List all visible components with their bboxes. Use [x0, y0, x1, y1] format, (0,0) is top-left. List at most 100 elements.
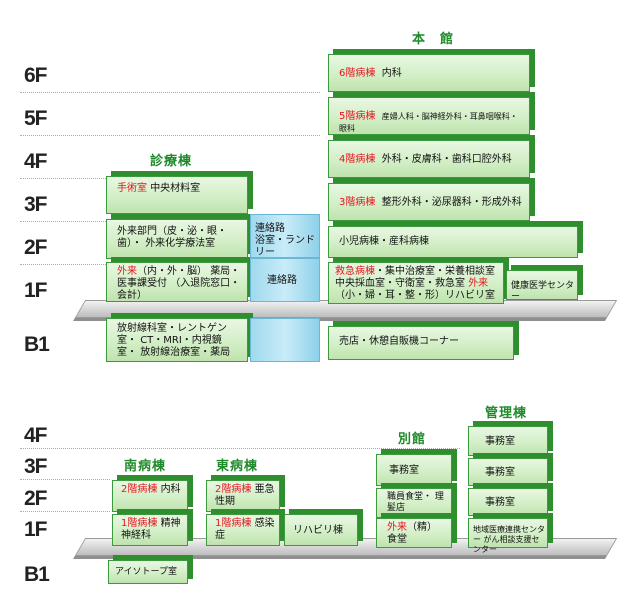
minami-1f-red: 1階病棟 — [121, 518, 158, 529]
connector-2f-line1: 連絡路 — [255, 223, 285, 234]
minami-2f-red: 2階病棟 — [121, 484, 158, 495]
honkan-b1: 売店・休憩自販機コーナー — [328, 326, 514, 360]
floor-label-bottom-4f: 4F — [24, 424, 48, 447]
shinryo-1f-line3: （入退院窓口・会計） — [117, 278, 241, 301]
floor-label-1f: 1F — [24, 279, 48, 302]
honkan-5f-ward: 5階病棟 — [339, 111, 376, 122]
rehab-building: リハビリ棟 — [284, 514, 358, 546]
higashi-1f: 1階病棟 感染症 — [206, 514, 280, 546]
honkan-1f-side: 健康医学センター — [506, 270, 578, 302]
floor-label-2f: 2F — [24, 236, 48, 259]
bekkan-title: 別館 — [398, 432, 427, 447]
kanri-1f-line1: 地域医療連携センター — [473, 525, 545, 544]
honkan-2f-text: 小児病棟・産科病棟 — [339, 236, 429, 247]
shinryo-1f-line1: （内・外・脳） — [137, 266, 207, 277]
bekkan-2f-line1: 職員食堂・ — [387, 492, 433, 502]
honkan-2f: 小児病棟・産科病棟 — [328, 226, 578, 258]
guide-line — [20, 221, 110, 222]
kanri-3f-text: 事務室 — [485, 467, 515, 478]
floor-label-bottom-2f: 2F — [24, 487, 48, 510]
floor-label-bottom-3f: 3F — [24, 455, 48, 478]
minami-b1-text: アイソトープ室 — [115, 567, 178, 577]
kanri-title: 管理棟 — [485, 406, 528, 421]
bekkan-1f-line2: 食堂 — [387, 534, 407, 545]
bekkan-2f-line2: 理髪店 — [387, 492, 444, 513]
bekkan-3f-text: 事務室 — [389, 465, 419, 476]
minami-2f: 2階病棟 内科 — [112, 480, 188, 512]
honkan-3f-ward: 3階病棟 — [339, 197, 376, 208]
honkan-1f-line3: （小・婦・耳・整・形）リハビリ室 — [335, 290, 495, 301]
minami-1f-text: 精神神経科 — [121, 518, 181, 541]
floor-label-bottom-1f: 1F — [24, 518, 48, 541]
guide-line — [20, 511, 110, 512]
shinryo-2f: 外来部門（皮・泌・眼・歯）・ 外来化学療法室 — [106, 219, 248, 259]
honkan-1f-red3: 外来 — [468, 278, 489, 289]
honkan-1f-side-text: 健康医学センター — [511, 281, 575, 302]
honkan-6f: 6階病棟 内科 — [328, 54, 530, 92]
shinryo-1f-red: 外来 — [117, 266, 137, 277]
shinryo-2f-line2: 外来化学療法室 — [145, 238, 216, 249]
higashi-2f: 2階病棟 亜急性期 — [206, 480, 280, 512]
honkan-5f-text: 産婦人科・脳神経外科・耳鼻咽喉科・眼科 — [339, 112, 518, 133]
shinryo-3f: 手術室 中央材料室 — [106, 176, 248, 214]
connector-b1 — [250, 318, 320, 362]
bekkan-1f: 外来（精） 食堂 — [376, 518, 452, 548]
honkan-1f: 救急病棟・集中治療室・栄養相談室 中央採血室・守衛室・救急室 外来（小・婦・耳・… — [328, 262, 504, 304]
shinryo-title: 診療棟 — [150, 154, 193, 169]
shinryo-b1-line2: CT・MRI・内視鏡室・ — [117, 335, 222, 358]
shinryo-b1-line1: 放射線科室・レントゲン室・ — [117, 323, 227, 346]
bekkan-1f-red: 外来 — [387, 522, 407, 533]
bekkan-2f: 職員食堂・ 理髪店 — [376, 488, 452, 518]
floor-label-5f: 5F — [24, 107, 48, 130]
floor-label-bottom-b1: B1 — [24, 563, 50, 586]
honkan-1f-red1: 救急病棟 — [335, 266, 375, 277]
bekkan-1f-suffix: （精） — [407, 522, 437, 533]
higashi-1f-red: 1階病棟 — [215, 518, 252, 529]
higashi-1f-text: 感染症 — [215, 518, 275, 541]
honkan-4f-ward: 4階病棟 — [339, 154, 376, 165]
kanri-4f: 事務室 — [468, 426, 548, 456]
guide-line — [20, 448, 460, 449]
higashi-title: 東病棟 — [216, 459, 259, 474]
honkan-3f-text: 整形外科・泌尿器科・形成外科 — [381, 197, 522, 208]
floor-label-3f: 3F — [24, 193, 48, 216]
honkan-1f-line2: 中央採血室・守衛室・救急室 — [335, 278, 465, 289]
minami-1f: 1階病棟 精神神経科 — [112, 514, 188, 546]
shinryo-3f-red: 手術室 — [117, 183, 147, 194]
guide-line — [20, 135, 320, 136]
honkan-4f: 4階病棟 外科・皮膚科・歯科口腔外科 — [328, 140, 530, 178]
floor-label-b1: B1 — [24, 333, 50, 356]
connector-2f: 連絡路 浴室・ランドリー — [250, 214, 320, 258]
minami-b1: アイソトープ室 — [108, 560, 188, 584]
kanri-2f-text: 事務室 — [485, 497, 515, 508]
connector-1f: 連絡路 — [250, 258, 320, 302]
honkan-title: 本 館 — [412, 32, 455, 47]
honkan-b1-text: 売店・休憩自販機コーナー — [339, 336, 459, 347]
shinryo-1f: 外来（内・外・脳） 薬局・医事課受付 （入退院窓口・会計） — [106, 262, 248, 302]
guide-line — [20, 178, 110, 179]
kanri-1f: 地域医療連携センター がん相談支援センター — [468, 518, 548, 554]
honkan-5f: 5階病棟 産婦人科・脳神経外科・耳鼻咽喉科・眼科 — [328, 97, 530, 135]
higashi-2f-text: 亜急性期 — [215, 484, 275, 507]
kanri-1f-line2: がん相談支援センター — [473, 535, 540, 554]
floor-label-6f: 6F — [24, 64, 48, 87]
connector-1f-text: 連絡路 — [267, 275, 297, 286]
shinryo-3f-text: 中央材料室 — [150, 183, 201, 194]
connector-2f-line2: 浴室・ランドリー — [255, 235, 315, 258]
shinryo-2f-line1: 外来部門（皮・泌・眼・歯）・ — [117, 226, 227, 249]
shinryo-b1-line3: 放射線治療室・薬局 — [140, 347, 231, 358]
minami-2f-text: 内科 — [160, 484, 181, 495]
higashi-2f-red: 2階病棟 — [215, 484, 252, 495]
honkan-4f-text: 外科・皮膚科・歯科口腔外科 — [381, 154, 512, 165]
honkan-6f-ward: 6階病棟 — [339, 68, 376, 79]
guide-line — [20, 479, 110, 480]
shinryo-1f-line2: 薬局・医事課受付 — [117, 266, 241, 289]
kanri-2f: 事務室 — [468, 488, 548, 516]
rehab-text: リハビリ棟 — [293, 525, 343, 536]
shinryo-b1: 放射線科室・レントゲン室・ CT・MRI・内視鏡室・ 放射線治療室・薬局 — [106, 318, 248, 362]
minami-title: 南病棟 — [124, 459, 167, 474]
guide-line — [20, 264, 110, 265]
kanri-4f-text: 事務室 — [485, 436, 515, 447]
kanri-3f: 事務室 — [468, 458, 548, 486]
honkan-3f: 3階病棟 整形外科・泌尿器科・形成外科 — [328, 183, 530, 221]
